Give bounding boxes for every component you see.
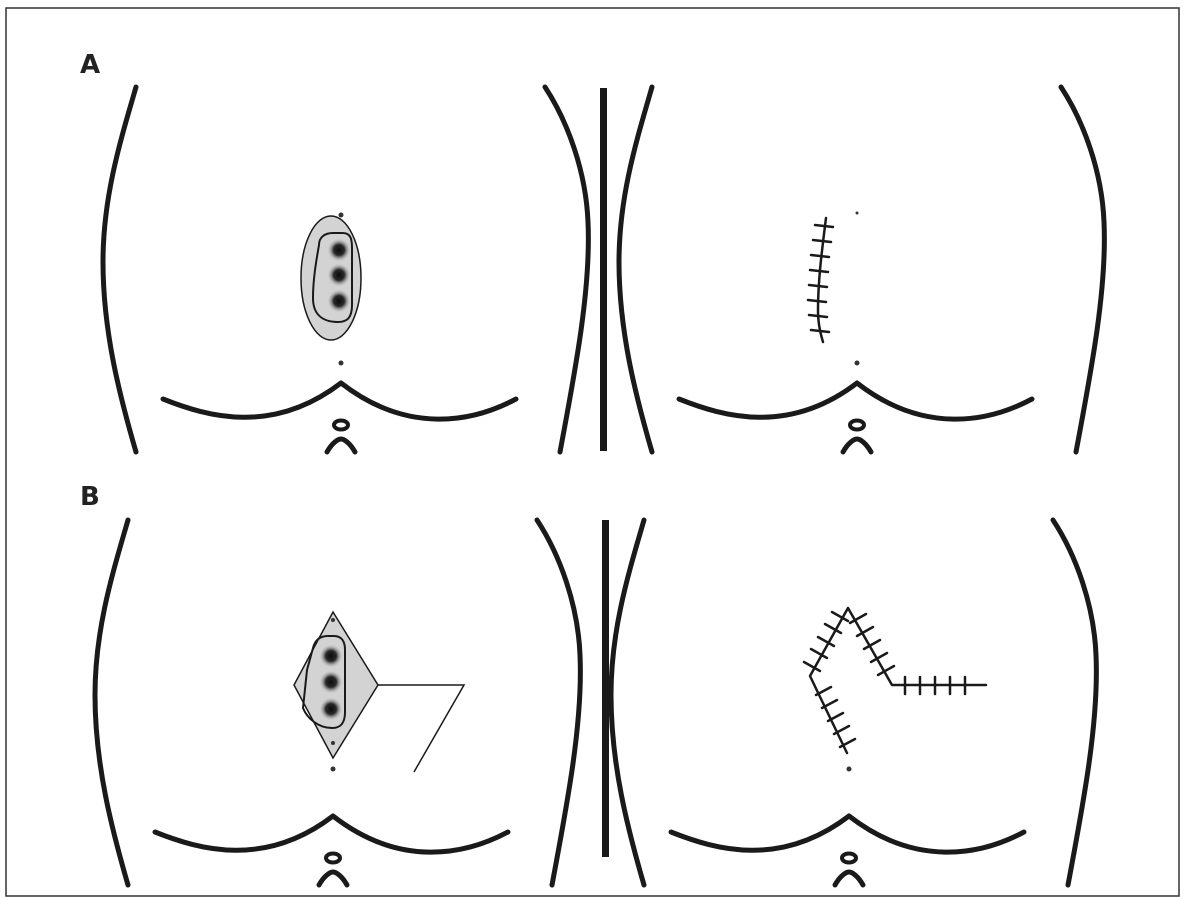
panel-a-left-buttocks: [103, 87, 588, 452]
sinus-pit: [327, 263, 351, 287]
figure-frame: [6, 8, 1179, 896]
sinus-pit: [319, 644, 343, 668]
divider-b: [602, 520, 609, 857]
midline-marker: [331, 741, 335, 745]
midline-marker: [339, 213, 344, 218]
suture-stitches: [804, 612, 965, 747]
midline-marker: [855, 361, 860, 366]
panel-b-right-buttocks: [611, 520, 1096, 885]
midline-marker: [847, 767, 852, 772]
midline-marker: [331, 767, 336, 772]
midline-marker: [856, 212, 859, 215]
midline-marker: [331, 618, 335, 622]
panel-a-right-buttocks: [619, 87, 1104, 452]
sinus-pit: [327, 238, 351, 262]
flap-design-line: [378, 685, 464, 772]
sinus-pit: [319, 670, 343, 694]
midline-marker: [339, 361, 344, 366]
panel-b-left-buttocks: [95, 520, 580, 885]
panel-label-a: A: [80, 50, 100, 80]
suture-line: [818, 218, 826, 342]
panel-label-b: B: [80, 482, 100, 512]
divider-a: [600, 88, 607, 451]
sinus-pit: [327, 289, 351, 313]
sinus-pit: [319, 697, 343, 721]
